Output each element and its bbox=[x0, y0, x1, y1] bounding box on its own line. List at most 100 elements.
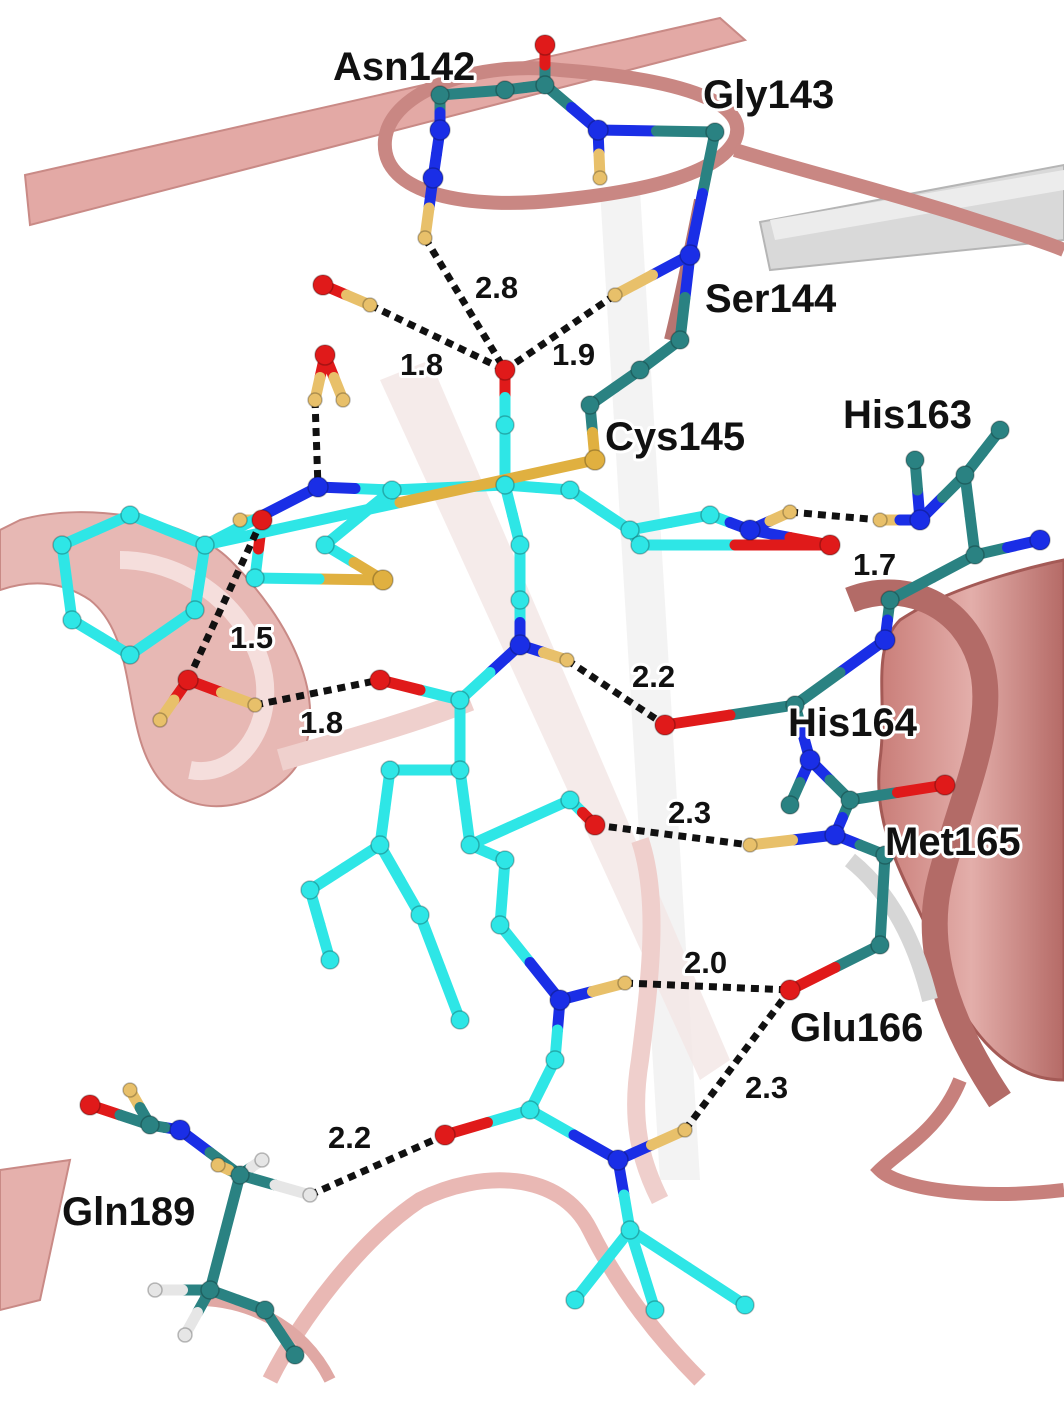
atom bbox=[909, 509, 931, 531]
coil-left bbox=[276, 689, 475, 771]
atom bbox=[314, 344, 336, 366]
atom bbox=[195, 535, 215, 555]
atom bbox=[679, 244, 701, 266]
bond bbox=[624, 1224, 693, 1273]
atom bbox=[307, 392, 323, 408]
atom bbox=[230, 1165, 250, 1185]
atom bbox=[677, 1122, 693, 1138]
hydrogen-bonds bbox=[184, 236, 881, 1199]
coil-mid bbox=[627, 837, 669, 1205]
bond bbox=[249, 572, 325, 585]
atom bbox=[607, 1149, 629, 1171]
atom bbox=[369, 669, 391, 691]
atom bbox=[565, 1290, 585, 1310]
atom bbox=[430, 85, 450, 105]
bond bbox=[204, 1227, 231, 1296]
atom bbox=[232, 512, 248, 528]
atom bbox=[450, 1010, 470, 1030]
atom bbox=[584, 449, 606, 471]
atom bbox=[120, 645, 140, 665]
bond bbox=[256, 481, 324, 522]
bond bbox=[464, 817, 526, 851]
distance-glu166-a: 2.0 bbox=[684, 945, 727, 980]
atom bbox=[247, 697, 263, 713]
atom bbox=[495, 850, 515, 870]
atom bbox=[905, 450, 925, 470]
atom bbox=[607, 287, 623, 303]
bond bbox=[789, 667, 846, 711]
label-gly143: Gly143 bbox=[703, 73, 834, 117]
atom bbox=[335, 392, 351, 408]
atom bbox=[630, 535, 650, 555]
residue-labels: Asn142 Gly143 Ser144 Cys145 His163 His16… bbox=[59, 42, 1024, 1237]
atom bbox=[52, 535, 72, 555]
atom bbox=[560, 790, 580, 810]
atom bbox=[251, 509, 273, 531]
atom bbox=[510, 535, 530, 555]
label-glu166: Glu166 bbox=[790, 1006, 923, 1050]
atom bbox=[410, 905, 430, 925]
atom bbox=[735, 1295, 755, 1315]
hydrogen-bond bbox=[254, 676, 381, 709]
atom bbox=[560, 480, 580, 500]
atom bbox=[200, 1280, 220, 1300]
atom bbox=[620, 520, 640, 540]
atom bbox=[534, 34, 556, 56]
atom bbox=[670, 330, 690, 350]
atom bbox=[255, 1300, 275, 1320]
atom bbox=[965, 545, 985, 565]
atom bbox=[307, 476, 329, 498]
sheet-bottom-left bbox=[0, 1158, 72, 1312]
atom bbox=[362, 297, 378, 313]
bond bbox=[697, 126, 721, 199]
atom bbox=[302, 1187, 318, 1203]
coil-bottom bbox=[262, 1172, 706, 1386]
atom bbox=[320, 950, 340, 970]
bond bbox=[434, 962, 466, 1026]
bond bbox=[313, 573, 389, 586]
atom bbox=[824, 824, 846, 846]
loop-tail bbox=[732, 143, 1064, 257]
atom bbox=[545, 1050, 565, 1070]
atom bbox=[955, 465, 975, 485]
distance-water-2: 1.5 bbox=[230, 620, 273, 655]
hydrogen-bond bbox=[308, 1131, 447, 1199]
atom bbox=[382, 480, 402, 500]
label-asn142: Asn142 bbox=[333, 45, 475, 89]
atom bbox=[62, 610, 82, 630]
distance-gln189: 2.2 bbox=[328, 1120, 371, 1155]
atom bbox=[1029, 529, 1051, 551]
label-met165: Met165 bbox=[885, 820, 1021, 864]
bond bbox=[659, 709, 736, 731]
atom bbox=[210, 1157, 226, 1173]
distance-labels: 2.8 1.8 1.9 1.5 1.8 1.7 2.2 2.3 2.0 2.3 … bbox=[227, 267, 899, 1158]
atom bbox=[875, 845, 895, 865]
atom bbox=[580, 395, 600, 415]
bond bbox=[744, 834, 798, 851]
bond bbox=[651, 125, 721, 138]
atom bbox=[79, 1094, 101, 1116]
atom bbox=[742, 837, 758, 853]
protein-ribbons bbox=[0, 16, 1064, 1386]
loop-asn142 bbox=[377, 61, 745, 210]
atom bbox=[780, 795, 800, 815]
atom bbox=[559, 652, 575, 668]
atom bbox=[254, 1152, 270, 1168]
atom bbox=[152, 712, 168, 728]
atom bbox=[495, 415, 515, 435]
hydrogen-bond bbox=[311, 399, 322, 488]
distance-his164: 2.2 bbox=[632, 659, 675, 694]
atom bbox=[122, 1082, 138, 1098]
distance-his163: 1.7 bbox=[853, 547, 896, 582]
bond bbox=[386, 482, 454, 496]
atom bbox=[285, 1345, 305, 1365]
atom bbox=[654, 714, 676, 736]
distance-asn142: 2.8 bbox=[475, 270, 518, 305]
bond bbox=[219, 1169, 246, 1238]
atom bbox=[300, 880, 320, 900]
label-gln189: Gln189 bbox=[62, 1190, 195, 1234]
atom bbox=[990, 420, 1010, 440]
atom bbox=[177, 1327, 193, 1343]
distance-glu166-b: 2.3 bbox=[745, 1070, 788, 1105]
